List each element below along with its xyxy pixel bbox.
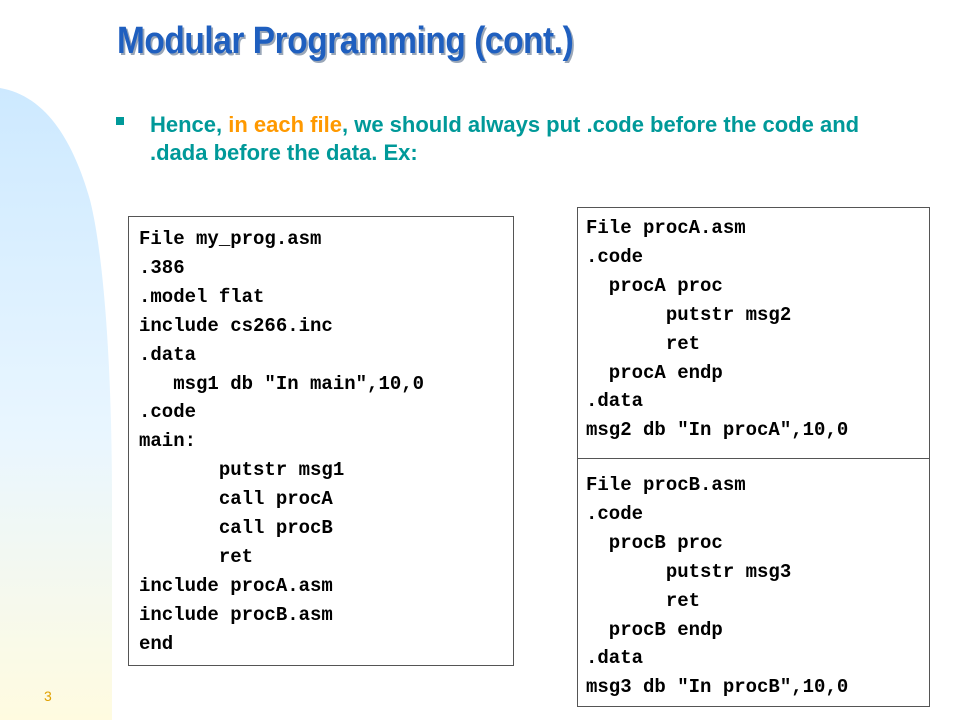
bullet-highlight: in each file (228, 112, 342, 137)
code-box-proca: File procA.asm .code procA proc putstr m… (577, 207, 930, 459)
page-number: 3 (44, 688, 52, 704)
code-line: .code (586, 502, 644, 525)
code-line: ret (139, 545, 254, 568)
code-line: .code (139, 401, 197, 424)
code-box-procb: File procB.asm .code procB proc putstr m… (577, 458, 930, 707)
code-line: .data (139, 343, 197, 366)
code-line-end: end (139, 632, 174, 655)
code-line: procA endp (586, 361, 723, 384)
code-file-header: File procA.asm (586, 217, 746, 239)
code-line: putstr msg2 (586, 303, 792, 326)
code-line: .386 (139, 256, 185, 279)
bullet-text: Hence, in each file, we should always pu… (150, 111, 906, 167)
code-line: putstr msg1 (139, 459, 345, 482)
code-line: main: (139, 430, 197, 453)
code-file-header: File procB.asm (586, 474, 746, 496)
bullet-text-start: Hence, (150, 112, 229, 137)
code-line: call procB (139, 517, 333, 540)
code-box-my-prog: File my_prog.asm .386 .model flat includ… (128, 216, 514, 666)
code-line: procA proc (586, 274, 723, 297)
code-line: procB proc (586, 531, 723, 554)
code-line: call procA (139, 488, 333, 511)
code-file-header: File my_prog.asm (139, 228, 322, 250)
code-line: msg3 db "In procB",10,0 (586, 676, 849, 699)
code-line: ret (586, 589, 701, 612)
code-include-procb: include procB.asm (139, 603, 333, 626)
code-line: include cs266.inc (139, 314, 333, 337)
code-line: msg2 db "In procA",10,0 (586, 419, 849, 442)
code-line: .data (586, 390, 644, 413)
code-line: procB endp (586, 618, 723, 641)
code-include-proca: include procA.asm (139, 574, 333, 597)
square-bullet-icon (116, 117, 124, 125)
code-line: .code (586, 245, 644, 268)
bullet-text-end: , we should always put .code before the … (150, 112, 860, 165)
bullet-point: Hence, in each file, we should always pu… (116, 111, 906, 167)
slide-title: Modular Programming (cont.) (117, 20, 574, 62)
code-line: ret (586, 332, 701, 355)
code-line: .model flat (139, 285, 265, 308)
code-line: msg1 db "In main",10,0 (139, 372, 425, 395)
code-line: putstr msg3 (586, 560, 792, 583)
code-line: .data (586, 647, 644, 670)
